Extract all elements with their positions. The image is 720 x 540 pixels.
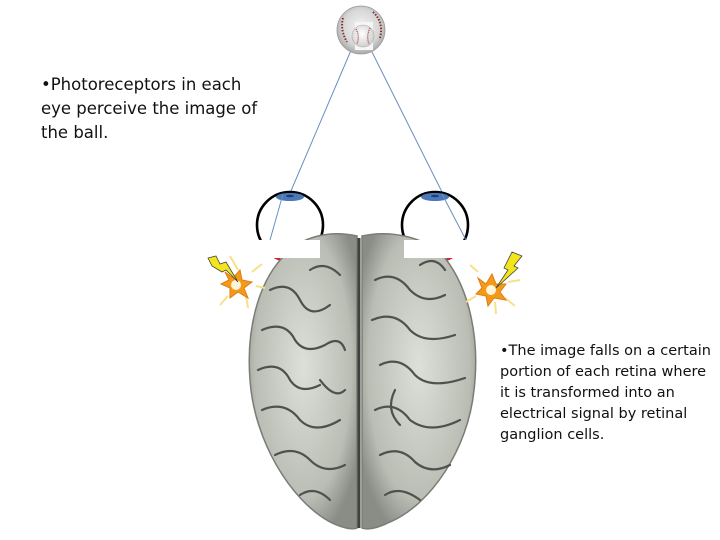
left-spark-icon [207, 255, 266, 309]
baseball-icon [336, 5, 386, 55]
right-caption: •The image falls on a certain portion of… [500, 343, 711, 443]
brain-icon [240, 233, 477, 530]
right-spark-icon [465, 251, 523, 315]
left-caption: •Photoreceptors in each eye perceive the… [41, 75, 258, 142]
